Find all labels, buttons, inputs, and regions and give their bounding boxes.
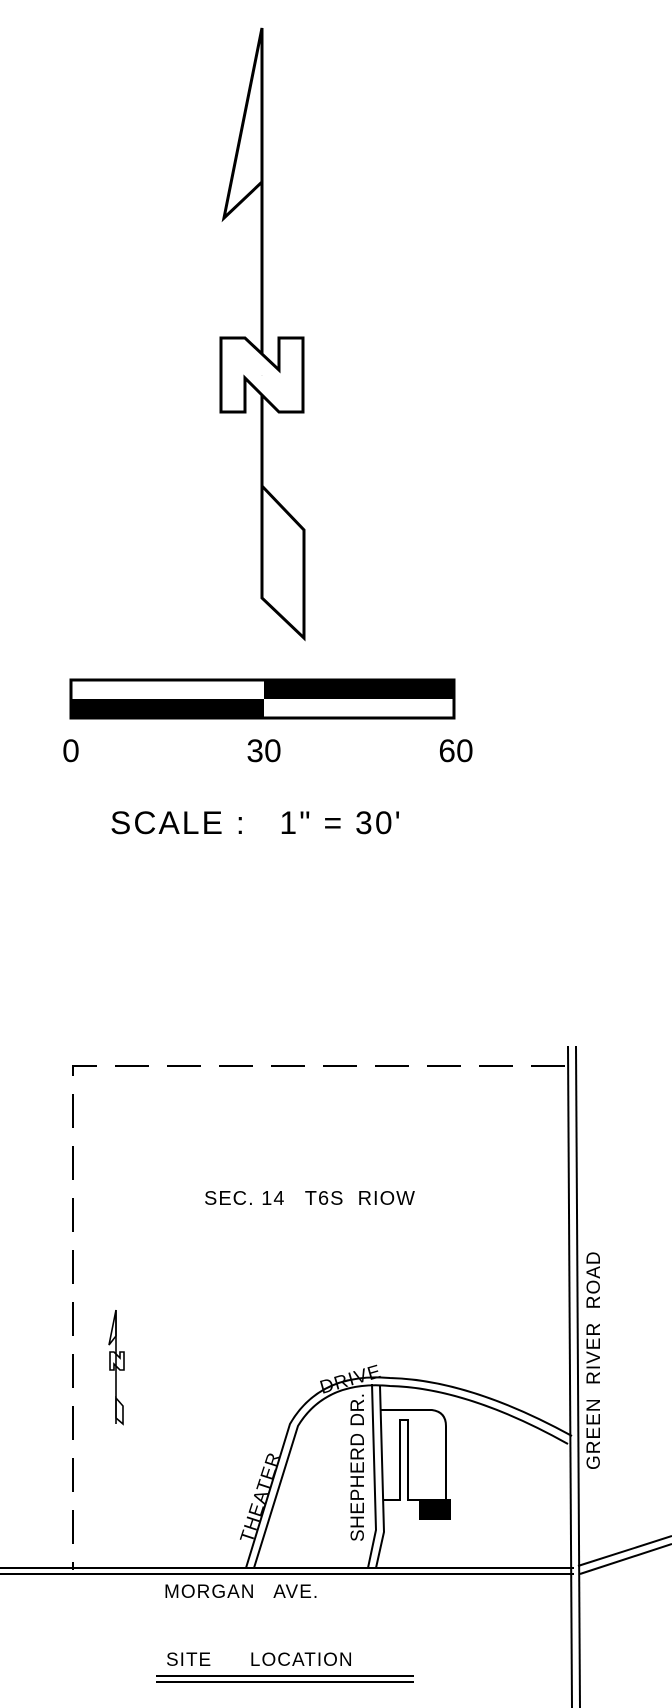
building-footprint — [419, 1499, 451, 1520]
scale-caption: SCALE : 1" = 30' — [110, 805, 403, 841]
north-arrow-letter-n — [219, 336, 305, 414]
scale-bar-segment-bottom-left — [71, 699, 264, 718]
shepherd-dr-line — [367, 1383, 378, 1569]
shepherd-dr-label: SHEPHERD DR. — [348, 1392, 369, 1542]
scale-tick-0: 0 — [62, 733, 80, 769]
east-road-line-2 — [579, 1543, 672, 1575]
shepherd-dr-line-2 — [375, 1385, 386, 1569]
north-arrow-tail — [260, 482, 306, 642]
north-arrow-letter: N — [262, 375, 263, 377]
scale-bar-segment-top-right — [264, 680, 454, 699]
theater-drive-line — [245, 1376, 573, 1569]
section-boundary — [72, 1065, 565, 1570]
morgan-ave-label: MORGAN AVE. — [164, 1582, 319, 1603]
north-arrow-head — [221, 27, 264, 223]
east-road-line — [577, 1535, 672, 1567]
site-location-title: SITE LOCATION — [166, 1650, 354, 1671]
small-north-arrow — [108, 1309, 125, 1426]
parking-lot-outline — [380, 1409, 447, 1501]
green-river-road-line — [567, 1045, 573, 1708]
green-river-road-line-2 — [575, 1045, 581, 1708]
green-river-road-label: GREEN RIVER ROAD — [584, 1250, 605, 1470]
scale-bar: 0 30 60 SCALE : 1" = 30' — [62, 678, 474, 841]
scale-tick-30: 30 — [246, 733, 282, 769]
site-map — [0, 1045, 672, 1708]
north-arrow: N — [219, 27, 306, 642]
theater-drive-line-2 — [253, 1384, 569, 1569]
theater-label: THEATER — [237, 1449, 286, 1545]
scale-tick-60: 60 — [438, 733, 474, 769]
section-label: SEC. 14 T6S RIOW — [204, 1188, 416, 1210]
title-underline — [156, 1675, 414, 1683]
